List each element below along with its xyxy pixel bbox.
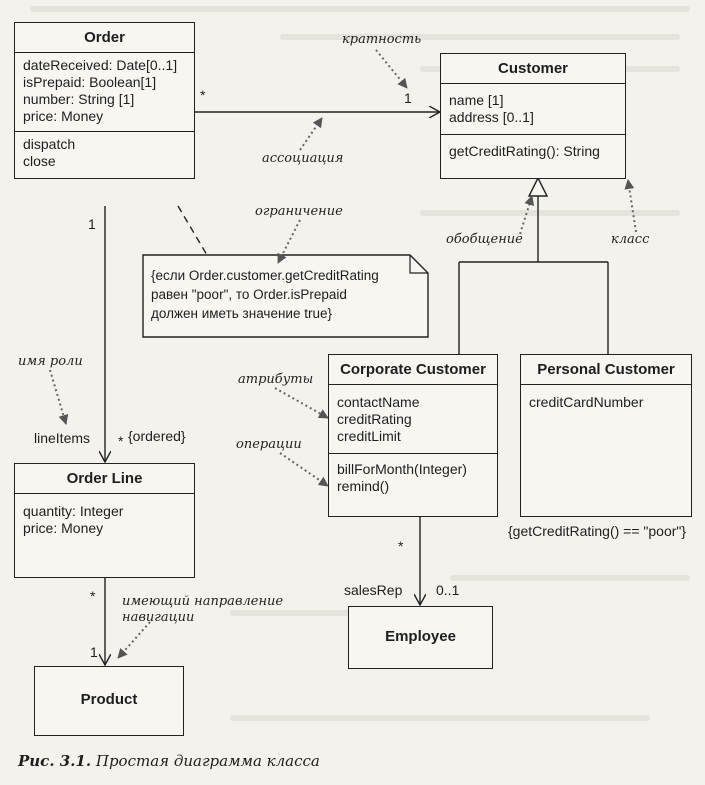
class-personal-customer[interactable]: Personal Customer creditCardNumber (520, 354, 692, 517)
attribute: creditRating (337, 411, 412, 427)
pointer-constraint (277, 219, 301, 264)
class-employee[interactable]: Employee (348, 606, 493, 669)
background-text-line (420, 210, 680, 216)
attribute: price: Money (23, 108, 104, 124)
note-line: {если Order.customer.getCreditRating (151, 268, 379, 283)
annotation-navigable: имеющий направление (122, 594, 284, 609)
multiplicity-label: * (398, 538, 404, 554)
operations-section: dispatch close (15, 131, 194, 178)
pointer-role-name (49, 369, 69, 425)
multiplicity-label: 1 (404, 90, 412, 106)
generalization-triangle (527, 176, 549, 197)
multiplicity-label: * (118, 433, 124, 449)
pointer-navigable (117, 621, 151, 659)
class-customer[interactable]: Customer name [1] address [0..1] getCred… (440, 53, 626, 179)
attribute: isPrepaid: Boolean[1] (23, 74, 157, 90)
constraint-label: {ordered} (128, 428, 186, 444)
operations-section: getCreditRating(): String (441, 134, 625, 166)
background-text-line (450, 575, 690, 581)
pointer-attributes (274, 387, 329, 419)
operation: remind() (337, 478, 390, 494)
caption-label: Рис. 3.1. (18, 752, 92, 770)
attribute: contactName (337, 394, 420, 410)
multiplicity-label: 1 (90, 644, 98, 660)
note-line: должен иметь значение true} (151, 306, 332, 321)
class-name: Employee (385, 628, 456, 645)
attribute: creditLimit (337, 428, 401, 444)
attributes-section: contactName creditRating creditLimit (329, 384, 497, 453)
attributes-section: name [1] address [0..1] (441, 83, 625, 134)
attribute: dateReceived: Date[0..1] (23, 57, 178, 73)
annotation-multiplicity: кратность (342, 32, 422, 47)
background-text-line (30, 6, 690, 12)
attribute: number: String [1] (23, 91, 135, 107)
caption-text: Простая диаграмма класса (95, 752, 320, 770)
pointer-association (299, 117, 323, 151)
attributes-section: quantity: Integer price: Money (15, 493, 194, 543)
multiplicity-label: 0..1 (436, 582, 460, 598)
class-product[interactable]: Product (34, 666, 184, 736)
attribute: name [1] (449, 92, 504, 108)
annotation-attributes: атрибуты (238, 372, 314, 387)
multiplicity-label: * (90, 588, 96, 604)
note-line: равен "poor", то Order.isPrepaid (151, 287, 347, 302)
background-text-line (230, 610, 430, 616)
attribute: quantity: Integer (23, 503, 124, 519)
constraint-note-box (142, 254, 429, 338)
class-name: Order Line (66, 470, 143, 487)
operation: billForMonth(Integer) (337, 461, 467, 477)
background-text-line (230, 715, 650, 721)
role-label: lineItems (34, 430, 91, 446)
class-order-line[interactable]: Order Line quantity: Integer price: Mone… (14, 463, 195, 578)
personal-constraint: {getCreditRating() == "poor"} (508, 523, 687, 539)
pointer-generalization (519, 195, 535, 235)
attributes-section: dateReceived: Date[0..1] isPrepaid: Bool… (15, 52, 194, 131)
annotation-generalization: обобщение (446, 232, 523, 247)
figure-caption: Рис. 3.1. Простая диаграмма класса (18, 752, 320, 770)
attributes-section: creditCardNumber (521, 384, 691, 417)
attribute: price: Money (23, 520, 104, 536)
operation: dispatch (23, 136, 76, 152)
annotation-role-name: имя роли (18, 354, 83, 369)
class-corporate-customer[interactable]: Corporate Customer contactName creditRat… (328, 354, 498, 517)
annotation-association: ассоциация (262, 151, 344, 166)
constraint-note: {если Order.customer.getCreditRating рав… (151, 266, 379, 323)
class-name: Personal Customer (537, 361, 675, 378)
operations-section: billForMonth(Integer) remind() (329, 453, 497, 501)
generalization-lines (458, 196, 609, 354)
pointer-multiplicity (375, 49, 408, 89)
annotation-class: класс (611, 232, 650, 247)
class-order[interactable]: Order dateReceived: Date[0..1] isPrepaid… (14, 22, 195, 179)
pointer-class (624, 179, 637, 233)
constraint-link (177, 205, 208, 256)
role-label: salesRep (344, 582, 403, 598)
operation: close (23, 153, 56, 169)
annotation-operations: операции (236, 437, 302, 452)
class-name: Product (80, 691, 138, 708)
attribute: creditCardNumber (529, 394, 644, 410)
attribute: address [0..1] (449, 109, 534, 125)
pointer-operations (279, 452, 329, 487)
background-text-line (280, 34, 680, 40)
class-name: Corporate Customer (340, 361, 486, 378)
annotation-navigable: навигации (122, 610, 195, 625)
annotation-constraint: ограничение (255, 204, 343, 219)
class-name: Customer (497, 60, 568, 77)
operation: getCreditRating(): String (449, 143, 600, 159)
multiplicity-label: * (200, 87, 206, 103)
class-name: Order (84, 29, 125, 46)
multiplicity-label: 1 (88, 216, 96, 232)
